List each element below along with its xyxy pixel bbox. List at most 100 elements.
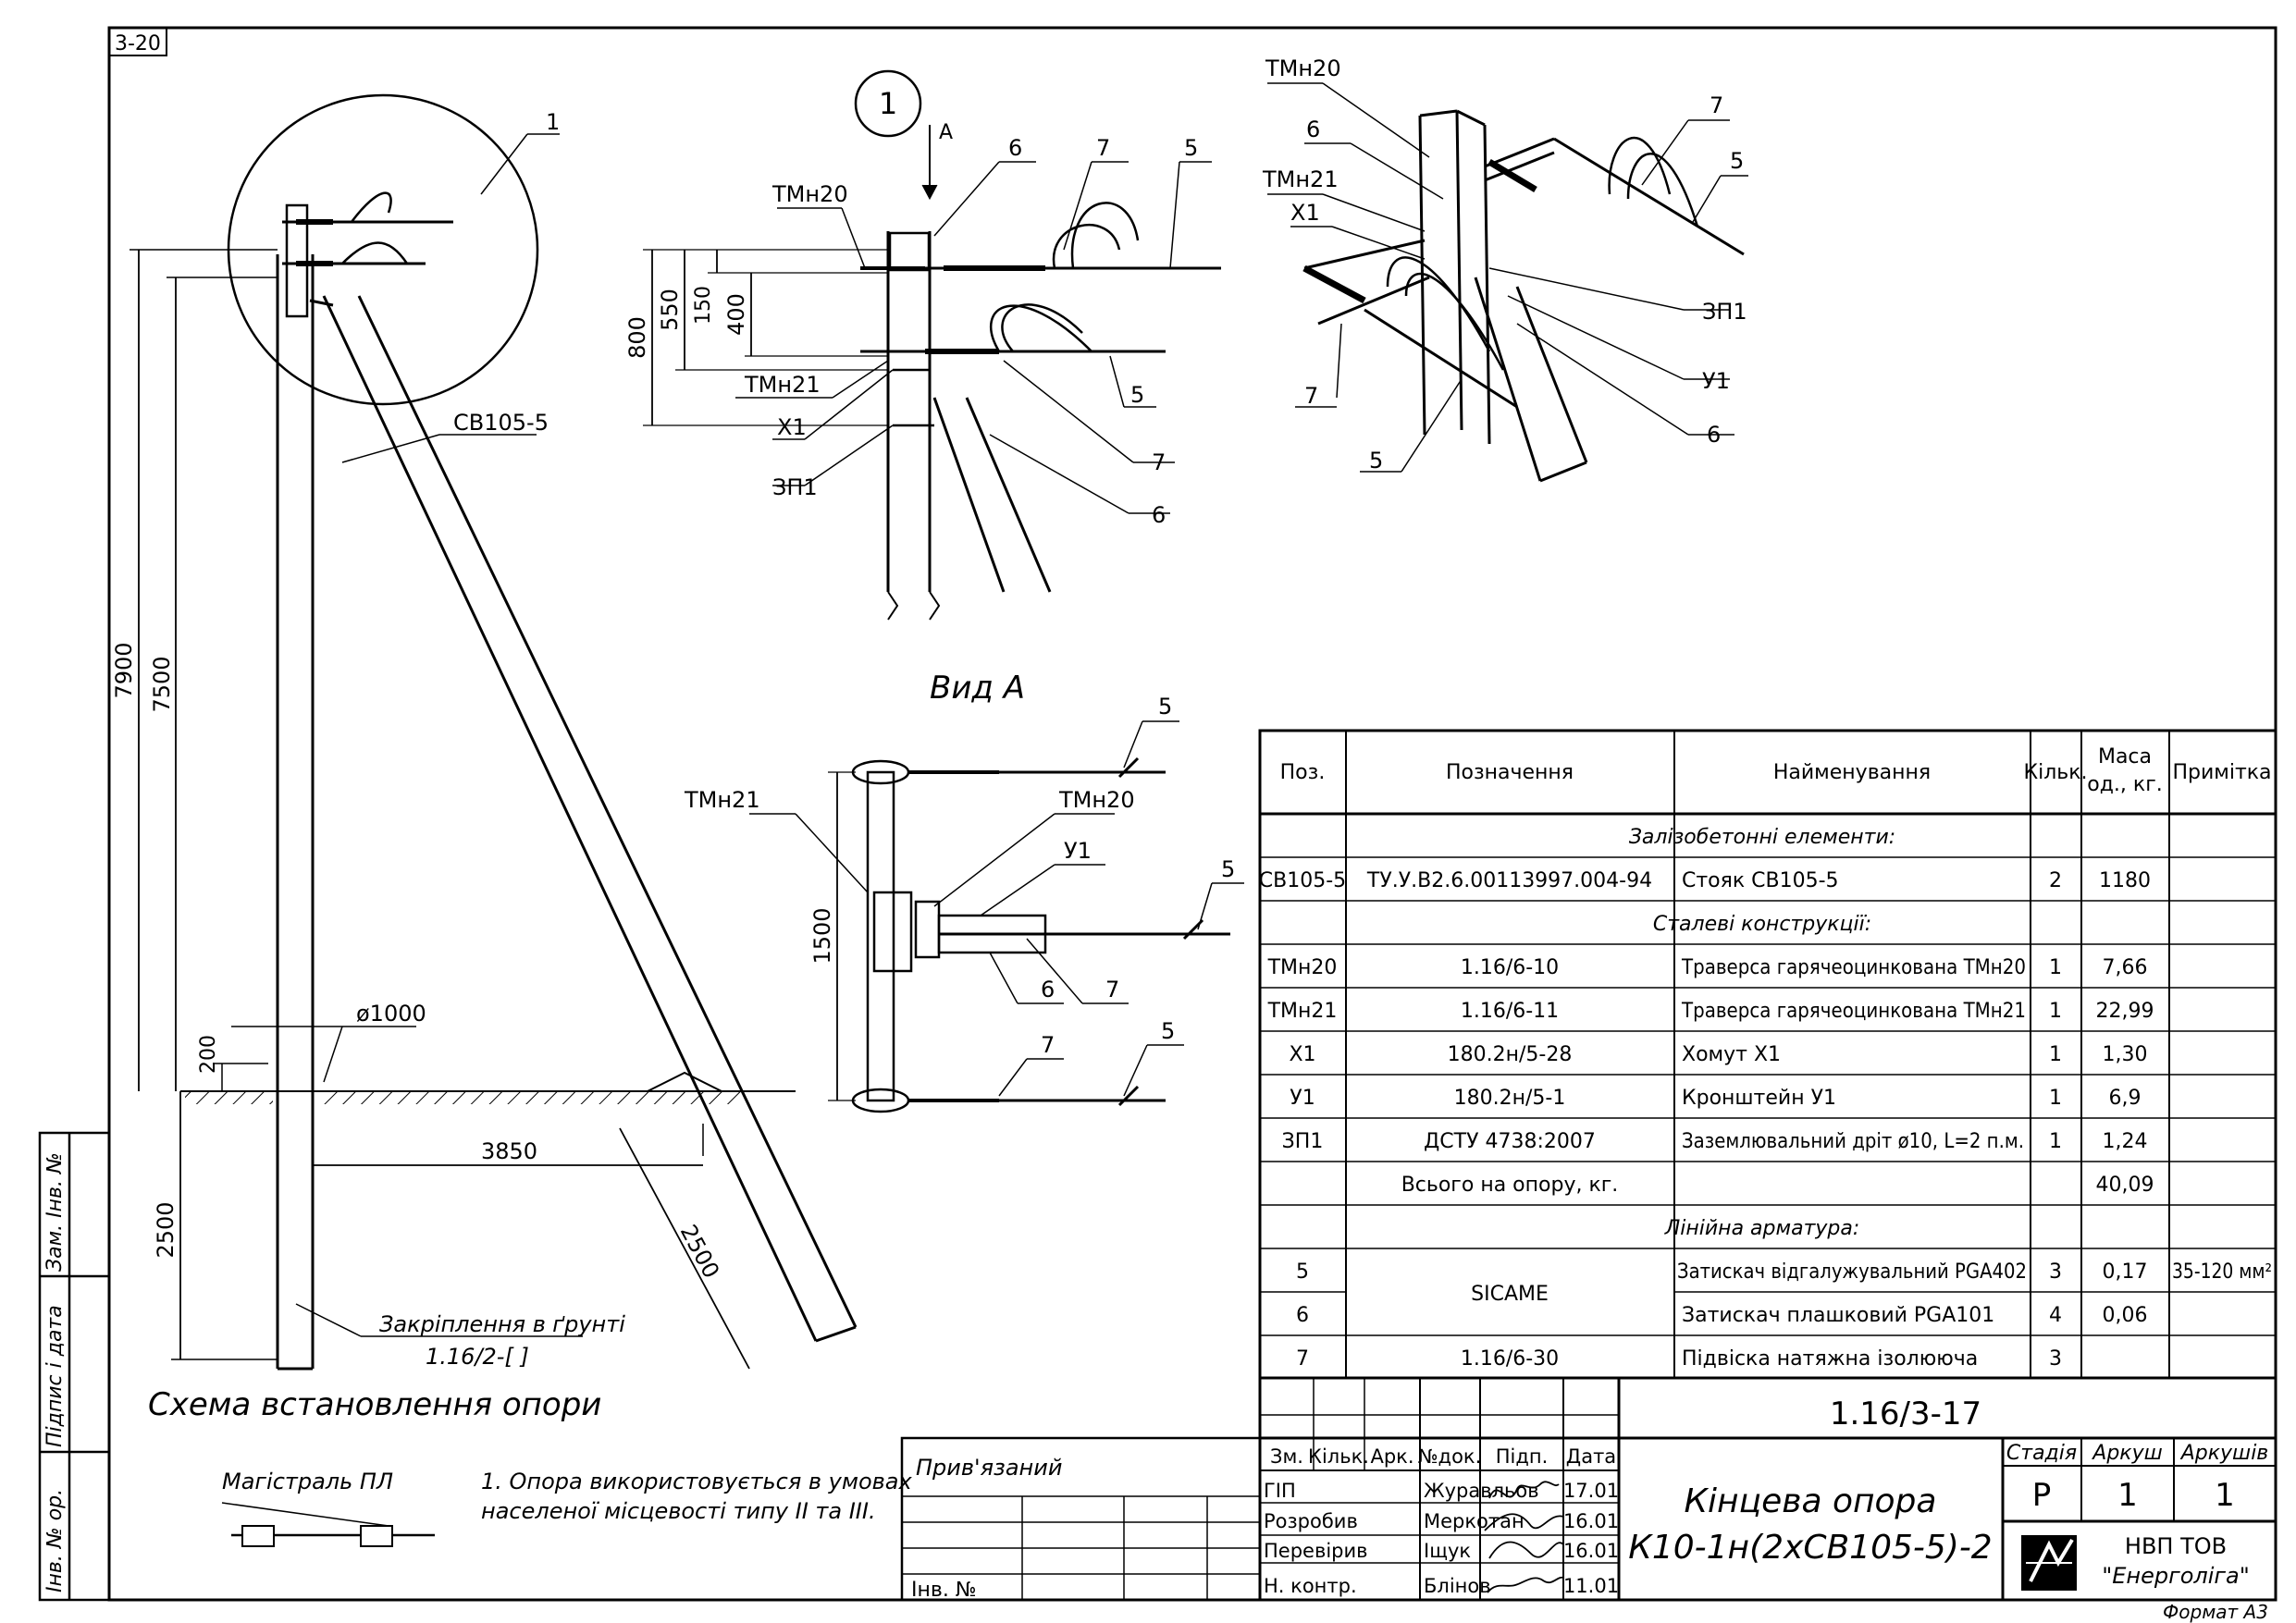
bom-cell-pos: ТМн21 xyxy=(1267,1000,1338,1023)
tb-col-ndok: №док. xyxy=(1418,1445,1482,1468)
bom-cell-qty: 1 xyxy=(2049,1087,2062,1110)
dim-3850: 3850 xyxy=(481,1138,537,1164)
bom-cell-des: 180.2н/5-28 xyxy=(1448,1043,1573,1066)
dim-2500-slant: 2500 xyxy=(675,1221,724,1283)
va-label-u1: У1 xyxy=(1064,838,1092,864)
bom-cell-name: Траверса гарячеоцинкована ТМн20 xyxy=(1681,956,2026,979)
bom-cell-mass: 0,17 xyxy=(2103,1260,2148,1284)
iso-label-x1: Х1 xyxy=(1290,200,1320,226)
tb-date: 16.01 xyxy=(1563,1510,1619,1532)
bom-section-rc: Залізобетонні елементи: xyxy=(1629,826,1895,849)
bom-header-qty: Кільк. xyxy=(2023,761,2087,784)
bom-cell-name: Затискач плашковий PGA101 xyxy=(1682,1304,1994,1327)
va-label-5-bot: 5 xyxy=(1161,1018,1175,1044)
bom-cell-mass: 1,24 xyxy=(2103,1130,2148,1153)
scheme-title: Схема встановлення опори xyxy=(148,1386,601,1423)
table-row: 6 Затискач плашковий PGA101 4 0,06 xyxy=(1296,1304,2147,1327)
bom-cell-des: 1.16/6-10 xyxy=(1461,956,1559,979)
table-row: Х1 180.2н/5-28 Хомут Х1 1 1,30 xyxy=(1289,1043,2147,1066)
signatures xyxy=(1484,1481,1564,1593)
bom-table xyxy=(1258,729,2277,1380)
side-stamp-sign-date: Підпис і дата xyxy=(43,1305,67,1447)
bom-cell-qty: 2 xyxy=(2049,869,2062,892)
d1-label-5-mid: 5 xyxy=(1130,382,1144,408)
bom-cell-pos: 5 xyxy=(1296,1260,1309,1284)
iso-label-u1: У1 xyxy=(1702,368,1730,394)
table-row: СВ105-5 ТУ.У.В2.6.00113997.004-94 Стояк … xyxy=(1259,869,2151,892)
tb-role: Н. контр. xyxy=(1264,1575,1357,1597)
dim-7500: 7500 xyxy=(149,656,175,712)
ground-note: Закріплення в ґрунті xyxy=(379,1311,625,1337)
d1-label-x1: Х1 xyxy=(777,414,807,440)
va-label-6: 6 xyxy=(1041,977,1055,1002)
tb-col-ark: Арк. xyxy=(1370,1445,1413,1468)
table-row-total: Всього на опору, кг. 40,09 xyxy=(1401,1174,2154,1197)
tb-title-2: К10-1н(2хСВ105-5)-2 xyxy=(1628,1529,1992,1567)
tb-sheet: 1 xyxy=(2117,1477,2138,1514)
bom-cell-des: 180.2н/5-1 xyxy=(1454,1087,1566,1110)
bom-cell-qty: 3 xyxy=(2049,1347,2062,1371)
installation-scheme xyxy=(130,93,858,1371)
iso-label-7b: 7 xyxy=(1304,383,1318,409)
bom-header-designation: Позначення xyxy=(1446,761,1574,784)
bom-cell-mass: 22,99 xyxy=(2096,1000,2154,1023)
bom-cell-qty: 1 xyxy=(2049,1043,2062,1066)
bom-cell-pos: ЗП1 xyxy=(1282,1130,1324,1153)
bom-cell-des: ТУ.У.В2.6.00113997.004-94 xyxy=(1366,869,1652,892)
iso-label-tmn20: ТМн20 xyxy=(1265,55,1341,81)
bom-header-note: Примітка xyxy=(2172,761,2271,784)
bom-cell-mass: 1,30 xyxy=(2103,1043,2148,1066)
tb-org-1: НВП ТОВ xyxy=(2125,1533,2227,1559)
va-label-5-mid: 5 xyxy=(1221,856,1235,882)
dim-2500-vertical: 2500 xyxy=(153,1201,179,1258)
bom-cell-name: Стояк СВ105-5 xyxy=(1682,869,1839,892)
d1-label-7-mid: 7 xyxy=(1152,449,1166,475)
tb-name: Меркотан xyxy=(1424,1510,1524,1532)
tb-stage: Р xyxy=(2032,1477,2052,1514)
tb-col-kilk: Кільк. xyxy=(1308,1445,1369,1468)
d1-label-tmn21: ТМн21 xyxy=(744,372,821,398)
bom-cell-mass: 7,66 xyxy=(2103,956,2148,979)
side-stamp xyxy=(38,1131,111,1602)
bom-cell-name: Кронштейн У1 xyxy=(1682,1087,1836,1110)
bom-cell-pos: 7 xyxy=(1296,1347,1309,1371)
tb-sheets: 1 xyxy=(2215,1477,2235,1514)
bom-total-label: Всього на опору, кг. xyxy=(1401,1174,1619,1197)
tb-role: ГІП xyxy=(1264,1480,1296,1502)
tb-roles: ГІП Журавльов 17.01 Розробив Меркотан 16… xyxy=(1264,1480,1619,1597)
note-line-2: населеної місцевості типу ІІ та ІІІ. xyxy=(481,1498,876,1524)
org-logo xyxy=(2021,1535,2077,1591)
bom-cell-pos: СВ105-5 xyxy=(1259,869,1346,892)
detail-1 xyxy=(643,69,1221,621)
view-a xyxy=(749,720,1244,1113)
bom-section-steel: Сталеві конструкції: xyxy=(1653,913,1871,936)
bom-cell-name: Заземлювальний дріт ø10, L=2 п.м. xyxy=(1682,1130,2024,1153)
tb-org-2: "Енерголіга" xyxy=(2102,1563,2250,1589)
dim-phi1000: ø1000 xyxy=(356,1001,426,1027)
table-row: У1 180.2н/5-1 Кронштейн У1 1 6,9 xyxy=(1290,1087,2141,1110)
bom-cell-pos: ТМн20 xyxy=(1267,956,1338,979)
tb-code: 1.16/3-17 xyxy=(1830,1396,1981,1432)
d1-label-tmn20: ТМн20 xyxy=(772,181,848,207)
d1-dim-800: 800 xyxy=(624,316,650,359)
title-block xyxy=(900,1376,2277,1602)
bom-line-group-des: SICAME xyxy=(1471,1283,1549,1306)
d1-dim-400: 400 xyxy=(723,293,749,336)
detail-number: 1 xyxy=(879,86,897,121)
tb-stage-header: Стадія xyxy=(2006,1442,2077,1465)
d1-dim-550: 550 xyxy=(657,289,683,331)
d1-label-5-top: 5 xyxy=(1184,135,1198,161)
iso-label-6a: 6 xyxy=(1306,117,1320,142)
tb-linked: Прив'язаний xyxy=(916,1455,1062,1481)
va-label-5-top: 5 xyxy=(1158,694,1172,719)
va-dim-1500: 1500 xyxy=(809,907,835,964)
bom-cell-qty: 1 xyxy=(2049,1130,2062,1153)
d1-label-zp1: ЗП1 xyxy=(772,474,818,500)
iso-label-5b: 5 xyxy=(1369,448,1383,473)
tb-role-row: ГІП Журавльов 17.01 xyxy=(1264,1480,1619,1502)
tb-sheets-header: Аркушів xyxy=(2179,1442,2269,1465)
tb-date: 16.01 xyxy=(1563,1540,1619,1562)
bom-cell-des: 1.16/6-11 xyxy=(1461,1000,1559,1023)
bom-cell-des: ДСТУ 4738:2007 xyxy=(1424,1130,1596,1153)
